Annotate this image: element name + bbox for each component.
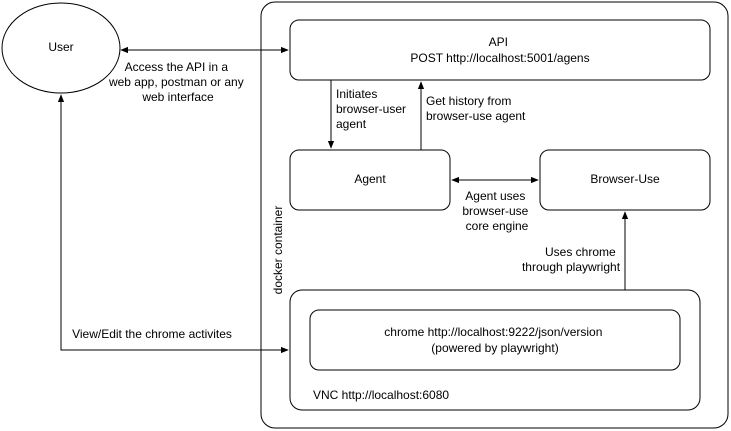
- edge-label-vnc-browser-use: Uses chrome through playwright: [522, 245, 621, 274]
- chrome-subtitle: (powered by playwright): [431, 341, 558, 355]
- agent-label: Agent: [354, 172, 386, 186]
- edge-label-user-api: Access the API in a web app, postman or …: [108, 60, 247, 104]
- chrome-label: chrome http://localhost:9222/json/versio…: [384, 325, 605, 355]
- api-endpoint: POST http://localhost:5001/agens: [410, 51, 589, 65]
- vnc-label: VNC http://localhost:6080: [313, 388, 449, 402]
- api-title: API: [489, 35, 508, 49]
- docker-container-label: docker container: [271, 206, 285, 295]
- edge-user-vnc: [57, 94, 289, 354]
- api-node: [289, 19, 711, 81]
- edge-label-user-vnc: View/Edit the chrome activites: [72, 327, 232, 341]
- agent-node: [289, 149, 451, 211]
- browser-use-label: Browser-Use: [590, 172, 660, 186]
- edge-label-agent-api: Get history from browser-use agent: [426, 94, 526, 123]
- chrome-title: chrome http://localhost:9222/json/versio…: [384, 325, 602, 339]
- edge-label-agent-browser-use: Agent uses browser-use core engine: [462, 189, 531, 233]
- edge-label-api-agent: Initiates browser-user agent: [336, 87, 409, 131]
- api-label: API POST http://localhost:5001/agens: [410, 35, 589, 65]
- user-node: [1, 2, 121, 94]
- browser-use-node: [539, 149, 711, 211]
- user-label: User: [48, 40, 73, 54]
- chrome-node: [309, 309, 681, 371]
